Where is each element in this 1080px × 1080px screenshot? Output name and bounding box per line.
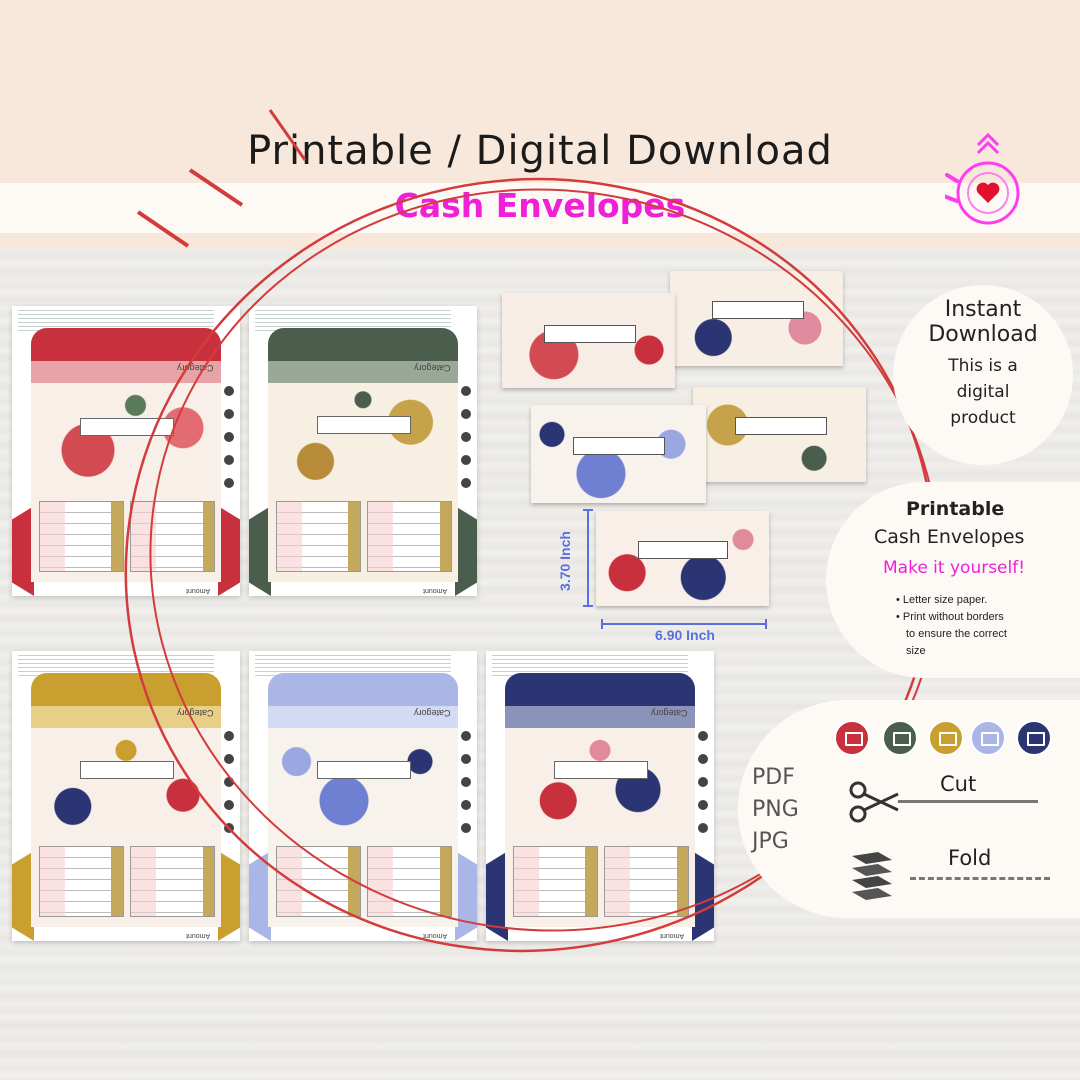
category-label: Category <box>651 708 688 718</box>
width-dimension-label: 6.90 Inch <box>655 627 715 643</box>
amount-label: Amount <box>659 932 684 939</box>
color-swatch-lavender <box>970 720 1006 756</box>
category-label: Category <box>414 363 451 373</box>
envelope-sheet-lavender: Category Amount <box>249 651 477 941</box>
color-swatch-gold <box>928 720 964 756</box>
cut-line <box>898 800 1038 803</box>
envelope-preview-gold <box>670 271 843 366</box>
bullet-print-borders: Print without borders <box>902 611 1004 623</box>
color-swatch-navy <box>1016 720 1052 756</box>
digital-note-3: product <box>950 408 1016 428</box>
download-text: Download <box>928 322 1038 347</box>
format-jpg: JPG <box>752 829 789 854</box>
amount-label: Amount <box>422 587 447 594</box>
category-label: Category <box>177 363 214 373</box>
category-label: Category <box>414 708 451 718</box>
page-title: Printable / Digital Download <box>247 128 833 174</box>
file-formats: PDF PNG JPG <box>752 762 799 858</box>
bullet-print-borders-2: to ensure the correct <box>906 628 1007 640</box>
fold-line <box>910 877 1050 880</box>
fold-label: Fold <box>948 846 992 870</box>
envelope-sheet-red: Category Amount <box>12 306 240 596</box>
red-brush-strokes <box>136 109 307 248</box>
bullet-letter-size: Letter size paper. <box>902 594 988 606</box>
instant-text: Instant <box>944 297 1022 322</box>
amount-label: Amount <box>185 587 210 594</box>
color-swatch-red <box>834 720 870 756</box>
scissors-icon <box>849 781 899 823</box>
fold-icon <box>852 852 892 900</box>
instant-download-badge: Instant Download This is a digital produ… <box>893 285 1073 465</box>
bullet-print-borders-3: size <box>906 645 926 657</box>
printable-bullets: • Letter size paper. • Print without bor… <box>896 592 1007 660</box>
neon-heart-icon <box>945 132 1020 225</box>
amount-label: Amount <box>185 932 210 939</box>
printable-info-panel: Printable Cash Envelopes Make it yoursel… <box>826 482 1080 678</box>
format-pdf: PDF <box>752 765 795 790</box>
make-it-yourself-text: Make it yourself! <box>883 558 1026 578</box>
category-label: Category <box>177 708 214 718</box>
printable-subtitle: Cash Envelopes <box>874 526 1025 548</box>
formats-panel: PDF PNG JPG Cut Fold <box>738 700 1080 918</box>
digital-note-1: This is a <box>948 356 1018 376</box>
dimension-lines <box>583 509 767 629</box>
format-png: PNG <box>752 797 799 822</box>
envelope-sheet-navy: Category Amount <box>486 651 714 941</box>
envelope-preview-red <box>502 293 675 388</box>
envelope-sheet-green: Category Amount <box>249 306 477 596</box>
amount-label: Amount <box>422 932 447 939</box>
envelope-preview-green <box>693 387 866 482</box>
printable-title: Printable <box>906 498 1005 520</box>
envelope-sheet-gold: Category Amount <box>12 651 240 941</box>
height-dimension-label: 3.70 Inch <box>557 531 573 591</box>
envelope-preview-lavender <box>531 405 706 503</box>
cut-label: Cut <box>940 772 977 796</box>
digital-note-2: digital <box>956 382 1010 402</box>
color-swatch-green <box>882 720 918 756</box>
